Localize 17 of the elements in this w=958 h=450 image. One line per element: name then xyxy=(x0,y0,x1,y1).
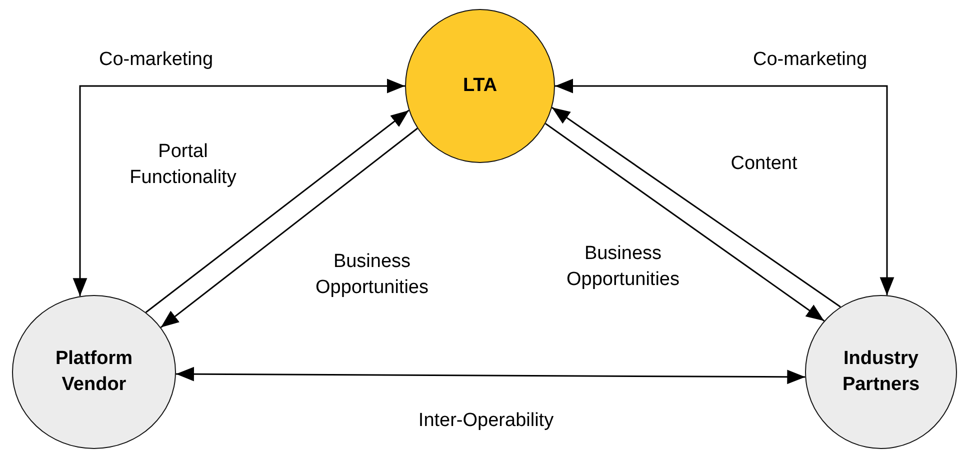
node-label: LTA xyxy=(462,74,498,98)
edge-label: Co-marketing xyxy=(752,48,868,72)
arrow xyxy=(145,110,410,313)
node-label: Industry Partners xyxy=(841,347,921,397)
edge-label: Inter-Operability xyxy=(418,409,554,433)
arrow xyxy=(555,78,894,296)
edge-label: Portal Functionality xyxy=(128,140,238,190)
edge-label: Business Opportunities xyxy=(314,250,430,300)
arrow xyxy=(545,122,825,322)
node-label: Platform Vendor xyxy=(54,347,134,397)
edge-label: Co-marketing xyxy=(98,48,214,72)
arrow xyxy=(176,366,806,384)
arrow xyxy=(552,106,841,308)
arrow xyxy=(160,128,418,328)
arrow xyxy=(72,78,405,296)
edge-label: Content xyxy=(730,152,798,176)
edge-label: Business Opportunities xyxy=(565,242,680,292)
